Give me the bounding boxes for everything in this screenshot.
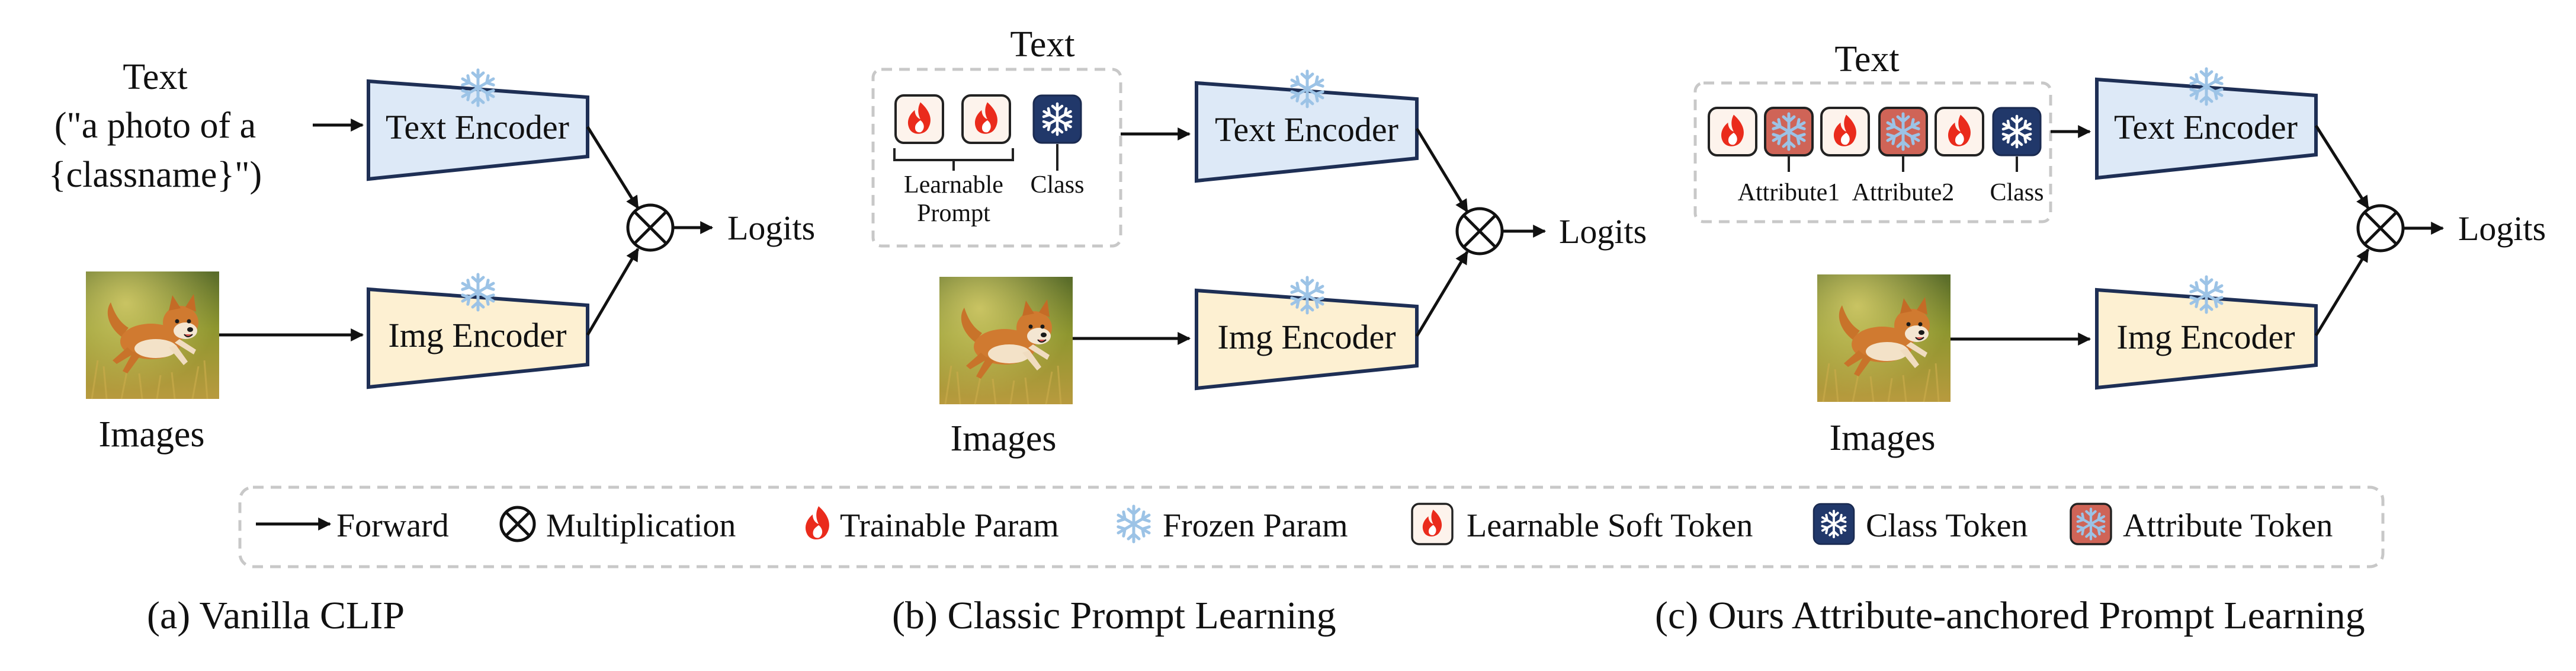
panel-b-caption: (b) Classic Prompt Learning <box>892 594 1336 637</box>
flame-icon <box>805 506 829 540</box>
panel-c-text-encoder: Text Encoder <box>2095 69 2318 180</box>
learnable-token <box>963 95 1010 143</box>
panel-c-caption: (c) Ours Attribute-anchored Prompt Learn… <box>1655 594 2365 637</box>
panel-b-text-encoder: Text Encoder <box>1195 71 1419 183</box>
panel-c-text-to-mult <box>2314 124 2370 209</box>
attribute-token-icon <box>2071 504 2111 544</box>
learnable-token-icon <box>1412 504 1452 544</box>
learnable-token <box>1821 108 1869 155</box>
multiply-circle-icon <box>499 506 536 542</box>
panel-a-text-encoder: Text Encoder <box>367 70 589 181</box>
panel-a-images-label: Images <box>98 414 204 455</box>
panel-b-learnable-label-1: Learnable <box>904 171 1003 199</box>
panel-a-text-to-mult <box>586 126 640 209</box>
panel-b-img-encoder-label: Img Encoder <box>1217 318 1396 356</box>
dog-photo <box>85 270 220 400</box>
class-token <box>1034 95 1081 143</box>
legend-frozen: Frozen Param <box>1163 507 1348 544</box>
panel-b-text-to-mult <box>1415 127 1469 213</box>
panel-a-text-encoder-label: Text Encoder <box>386 108 569 146</box>
panel-c-text-box <box>1693 81 2052 223</box>
panel-c-img-encoder-label: Img Encoder <box>2116 318 2295 356</box>
attribute-token <box>1765 108 1812 155</box>
panel-c: Text Attribute1 Attribute2 Class Text En… <box>1693 39 2546 458</box>
panel-b-learnable-label-2: Prompt <box>917 200 990 227</box>
panel-a-logits: Logits <box>727 209 815 247</box>
panel-a-img-encoder: Img Encoder <box>367 274 589 389</box>
legend-box <box>238 485 2385 568</box>
panel-c-class-label: Class <box>1990 179 2044 206</box>
legend-attribute-token: Attribute Token <box>2123 507 2333 544</box>
panel-a-text-prompt-line2: {classname}") <box>49 155 262 195</box>
panel-a-img-to-mult <box>586 248 640 336</box>
learnable-token <box>896 95 943 143</box>
legend-trainable: Trainable Param <box>840 507 1059 544</box>
snowflake-icon <box>1116 506 1152 542</box>
panel-b-img-encoder: Img Encoder <box>1195 277 1419 391</box>
multiply-circle-icon <box>1455 207 1504 255</box>
dog-photo <box>1816 273 1952 403</box>
panel-b-text-encoder-label: Text Encoder <box>1215 110 1398 149</box>
panel-c-text-title: Text <box>1834 39 1899 79</box>
panel-c-attribute1-label: Attribute1 <box>1738 179 1840 206</box>
panel-a-caption: (a) Vanilla CLIP <box>147 594 405 637</box>
panel-b: Text Learnable Prompt Class Text Encoder… <box>871 24 1647 459</box>
class-token-icon <box>1814 504 1854 544</box>
attribute-token <box>1879 108 1927 155</box>
legend-forward: Forward <box>336 507 449 544</box>
learnable-token <box>1936 108 1983 155</box>
panel-c-attribute2-label: Attribute2 <box>1852 179 1955 206</box>
panel-c-images-label: Images <box>1829 418 1935 458</box>
panel-a-text-prompt-line1: ("a photo of a <box>54 106 256 146</box>
panel-c-img-to-mult <box>2314 248 2370 337</box>
panel-b-text-title: Text <box>1010 24 1074 65</box>
panel-b-images-label: Images <box>950 418 1056 459</box>
legend-learnable-token: Learnable Soft Token <box>1467 507 1753 544</box>
panel-b-prompt-bracket <box>893 148 1014 171</box>
panel-a: Text ("a photo of a {classname}") Text E… <box>49 57 815 455</box>
panel-b-img-to-mult <box>1415 251 1469 337</box>
panel-a-img-encoder-label: Img Encoder <box>388 316 566 354</box>
class-token <box>1993 108 2041 155</box>
panel-b-class-label: Class <box>1030 171 1084 199</box>
dog-photo <box>938 276 1074 405</box>
panel-a-text-title: Text <box>123 57 187 97</box>
panel-c-img-encoder: Img Encoder <box>2095 277 2318 390</box>
learnable-token <box>1709 108 1756 155</box>
multiply-circle-icon <box>626 203 675 252</box>
legend-multiplication: Multiplication <box>546 507 736 544</box>
panel-b-text-box <box>871 68 1122 248</box>
panel-c-logits: Logits <box>2458 209 2546 248</box>
multiply-circle-icon <box>2356 204 2405 253</box>
panel-c-text-encoder-label: Text Encoder <box>2114 108 2298 146</box>
panel-b-logits: Logits <box>1559 212 1647 251</box>
legend: Forward Multiplication Trainable Param F… <box>238 485 2385 568</box>
legend-class-token: Class Token <box>1866 507 2028 544</box>
